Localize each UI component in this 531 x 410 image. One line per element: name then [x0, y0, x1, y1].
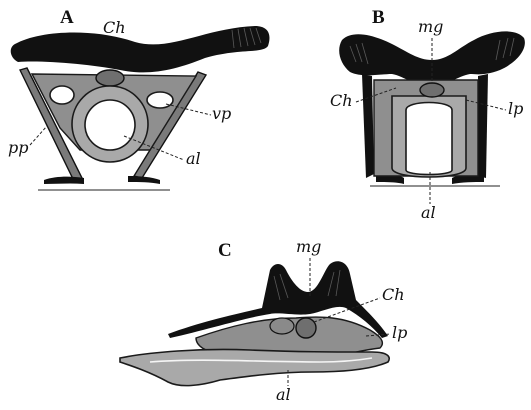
panel-a-foot-right [128, 176, 160, 184]
panel-b-wall-left [362, 74, 374, 178]
panel-c-notochord [296, 318, 316, 338]
panel-b-label-mg: mg [418, 17, 443, 36]
panel-a-label-pp: pp [8, 138, 28, 157]
panel-a-cavity-right [147, 92, 173, 108]
panel-a-gut-lumen [85, 100, 135, 150]
panel-b: B mg Ch lp al [330, 7, 525, 222]
panel-b-label-lp: lp [508, 99, 523, 118]
panel-a-dorsal-band [11, 26, 270, 72]
panel-b-wall-right [478, 74, 488, 178]
panel-b-gut-lumen [406, 103, 452, 175]
panel-c: C mg Ch lp al [120, 237, 407, 404]
panel-b-letter: B [372, 7, 385, 28]
panel-c-label-al: al [276, 385, 291, 404]
panel-a-label-al: al [186, 149, 201, 168]
panel-a: A Ch vp pp al [8, 7, 269, 190]
panel-a-cavity-left [50, 86, 74, 104]
panel-c-label-ch: Ch [382, 285, 405, 304]
panel-b-notochord [420, 83, 444, 97]
panel-a-letter: A [60, 7, 74, 28]
panel-c-label-lp: lp [392, 323, 407, 342]
panel-a-lead-pp [30, 126, 47, 145]
panel-b-label-al: al [421, 203, 436, 222]
panel-c-side-lobe [270, 318, 294, 334]
panel-b-label-ch: Ch [330, 91, 353, 110]
panel-a-label-ch: Ch [103, 18, 126, 37]
panel-c-gut [120, 349, 389, 385]
panel-a-notochord [96, 70, 124, 86]
panel-c-label-mg: mg [296, 237, 321, 256]
panel-a-foot-left [44, 177, 84, 184]
panel-a-label-vp: vp [212, 104, 231, 123]
panel-c-letter: C [218, 240, 232, 261]
